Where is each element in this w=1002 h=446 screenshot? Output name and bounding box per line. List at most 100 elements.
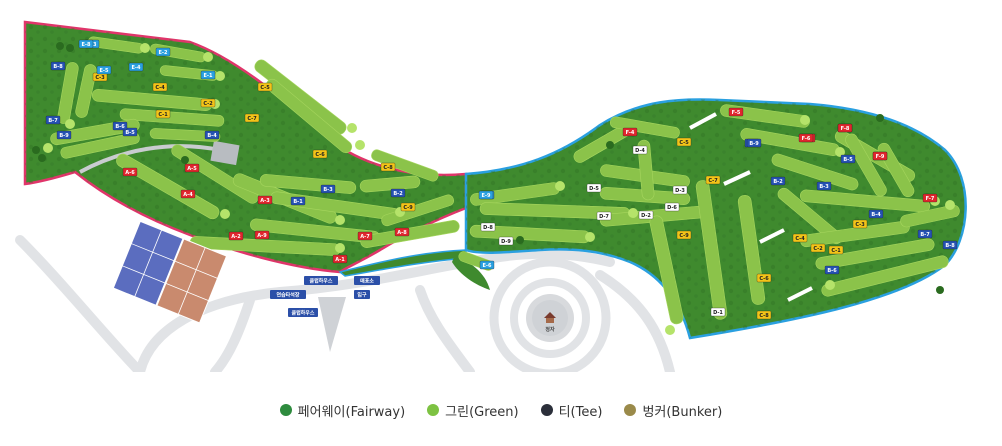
hole-tag-label: C-2 bbox=[203, 101, 213, 107]
hole-tag: F-7 bbox=[922, 193, 938, 203]
facility-clubhouse-2[interactable]: 클럽하우스 bbox=[288, 308, 318, 317]
hole-tag: F-5 bbox=[728, 107, 744, 117]
hole-tag-label: C-9 bbox=[403, 205, 413, 211]
hole-tag: D-3 bbox=[672, 185, 688, 195]
hole-tag: E-8 bbox=[78, 39, 94, 49]
green-dot-icon bbox=[427, 404, 440, 416]
hole-tag: F-8 bbox=[837, 123, 853, 133]
facility-label: 연습타석장 bbox=[276, 292, 299, 299]
hole-tag-label: C-8 bbox=[383, 165, 393, 171]
hole-tag-label: B-3 bbox=[819, 184, 829, 190]
hole-tag: C-4 bbox=[792, 233, 808, 243]
hole-tag-label: C-4 bbox=[155, 85, 165, 91]
legend-green: 그린(Green) bbox=[427, 401, 519, 420]
hole-tag-label: A-7 bbox=[360, 234, 370, 240]
hole-tag-label: B-9 bbox=[749, 141, 759, 147]
hole-tag-label: F-4 bbox=[626, 130, 635, 136]
hole-tag: C-1 bbox=[828, 245, 844, 255]
hole-tag-label: B-5 bbox=[843, 157, 853, 163]
hole-tag-label: D-2 bbox=[641, 213, 651, 219]
hole-tag: B-7 bbox=[917, 229, 933, 239]
hole-tag: B-3 bbox=[320, 184, 336, 194]
hole-tag-label: A-8 bbox=[397, 230, 407, 236]
hole-tag: E-6 bbox=[479, 260, 495, 270]
hole-tag: D-4 bbox=[632, 145, 648, 155]
facility-ticket[interactable]: 매표소 bbox=[354, 276, 380, 285]
trees bbox=[32, 42, 944, 294]
facility-label: 클럽하우스 bbox=[291, 310, 314, 317]
hole-tag: E-1 bbox=[200, 70, 216, 80]
hole-tag: C-8 bbox=[756, 310, 772, 320]
pavilion-landmark[interactable]: 정자 bbox=[544, 312, 556, 333]
hole-tag-label: C-6 bbox=[315, 152, 325, 158]
hole-tag-label: C-7 bbox=[247, 116, 257, 122]
hole-tag: C-4 bbox=[152, 82, 168, 92]
hole-tag: F-6 bbox=[798, 133, 814, 143]
hole-tag-label: E-5 bbox=[100, 68, 109, 74]
hole-tag: B-2 bbox=[770, 176, 786, 186]
hole-tag: E-5 bbox=[96, 65, 112, 75]
facility-entrance[interactable]: 입구 bbox=[354, 290, 370, 299]
pavilion-icon bbox=[544, 312, 556, 318]
hole-tag: A-6 bbox=[122, 167, 138, 177]
hole-tag: F-9 bbox=[872, 151, 888, 161]
hole-tag: D-1 bbox=[710, 307, 726, 317]
hole-tags: A-1A-2A-3A-4A-5A-6A-7A-8A-9B-1B-2B-3B-4B… bbox=[45, 39, 958, 320]
hole-tag: B-4 bbox=[204, 130, 220, 140]
fairway-dot-icon bbox=[279, 404, 292, 416]
hole-tag-label: F-5 bbox=[732, 110, 741, 116]
hole-tag-label: B-8 bbox=[945, 243, 955, 249]
hole-tag-label: A-2 bbox=[231, 234, 241, 240]
hole-tag-label: E-8 bbox=[82, 42, 91, 48]
hole-tag-label: E-4 bbox=[132, 65, 141, 71]
hole-tag-label: B-4 bbox=[871, 212, 881, 218]
hole-tag-label: C-5 bbox=[679, 140, 689, 146]
facility-driving-range[interactable]: 연습타석장 bbox=[270, 290, 306, 299]
hole-tag-label: D-3 bbox=[675, 188, 685, 194]
hole-tag-label: C-7 bbox=[708, 178, 718, 184]
hole-tag-label: A-4 bbox=[183, 192, 193, 198]
hole-tag: C-3 bbox=[852, 219, 868, 229]
hole-tag: D-2 bbox=[638, 210, 654, 220]
hole-tag-label: B-1 bbox=[293, 199, 303, 205]
hole-tag-label: E-6 bbox=[483, 263, 492, 269]
hole-tag-label: D-9 bbox=[501, 239, 511, 245]
hole-tag-label: B-2 bbox=[393, 191, 403, 197]
map-legend: 페어웨이(Fairway) 그린(Green) 티(Tee) 벙커(Bunker… bbox=[0, 398, 1002, 422]
hole-tag: B-7 bbox=[45, 115, 61, 125]
hole-tag: A-3 bbox=[257, 195, 273, 205]
hole-tag-label: B-7 bbox=[920, 232, 930, 238]
hole-tag: B-2 bbox=[390, 188, 406, 198]
hole-tag-label: A-6 bbox=[125, 170, 135, 176]
legend-label: 그린(Green) bbox=[445, 404, 519, 420]
hole-tag-label: C-2 bbox=[813, 246, 823, 252]
hole-tag: A-5 bbox=[184, 163, 200, 173]
hole-tag: E-9 bbox=[478, 190, 494, 200]
hole-tag: B-8 bbox=[50, 61, 66, 71]
hole-tag-label: B-8 bbox=[53, 64, 63, 70]
hole-tag: C-1 bbox=[155, 109, 171, 119]
hole-tag: B-4 bbox=[868, 209, 884, 219]
hole-tag-label: F-8 bbox=[841, 126, 850, 132]
hole-tag-label: B-6 bbox=[827, 268, 837, 274]
facility-clubhouse[interactable]: 클럽하우스 bbox=[304, 276, 338, 285]
facility-label: 클럽하우스 bbox=[309, 278, 332, 285]
legend-tee: 티(Tee) bbox=[540, 401, 602, 420]
hole-tag: E-4 bbox=[128, 62, 144, 72]
hole-tag-label: C-9 bbox=[679, 233, 689, 239]
facility-label: 입구 bbox=[357, 292, 367, 299]
hole-tag: C-2 bbox=[810, 243, 826, 253]
hole-tag-label: A-1 bbox=[335, 257, 345, 263]
hole-tag: C-5 bbox=[676, 137, 692, 147]
legend-label: 벙커(Bunker) bbox=[642, 404, 723, 420]
hole-tag: B-9 bbox=[746, 138, 762, 148]
hole-tag: B-3 bbox=[816, 181, 832, 191]
legend-label: 페어웨이(Fairway) bbox=[297, 404, 406, 420]
hole-tag-label: E-9 bbox=[482, 193, 491, 199]
hole-tag: C-9 bbox=[400, 202, 416, 212]
hole-tag: C-7 bbox=[244, 113, 260, 123]
hole-tag: D-7 bbox=[596, 211, 612, 221]
hole-tag: A-9 bbox=[254, 230, 270, 240]
hole-tag: E-2 bbox=[155, 47, 171, 57]
hole-tag-label: B-3 bbox=[323, 187, 333, 193]
